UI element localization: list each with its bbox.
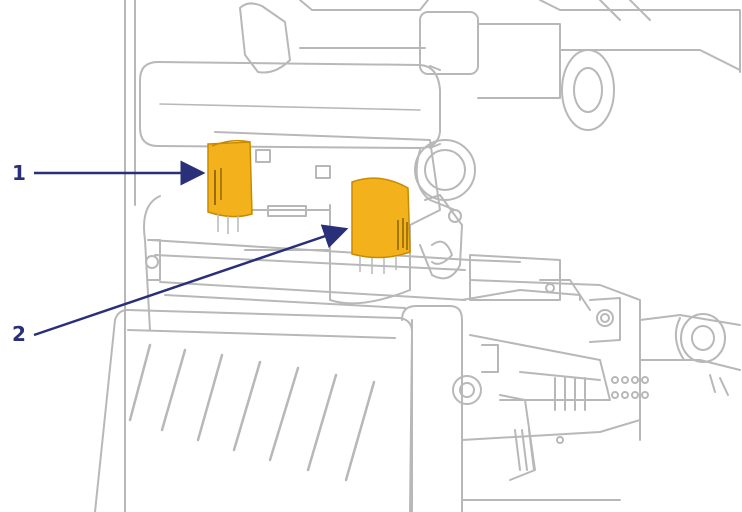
callout-2: 2 — [12, 224, 349, 346]
lower-knob — [351, 177, 411, 274]
ribbon-spindles — [239, 0, 741, 131]
callout-1: 1 — [12, 160, 206, 186]
printhead-assembly — [452, 254, 649, 501]
upper-knob — [207, 139, 253, 234]
bar-end-cap — [414, 139, 476, 211]
right-mount-bracket — [639, 313, 741, 396]
callout-2-arrow — [33, 224, 349, 337]
front-housing — [94, 309, 413, 512]
printer-line-art — [94, 0, 741, 512]
left-screw — [145, 255, 159, 269]
callout-1-label: 1 — [12, 161, 26, 185]
callout-2-label: 2 — [12, 322, 26, 346]
platen-rail — [149, 239, 521, 309]
hinge-bracket — [419, 194, 463, 280]
vent-slots — [128, 343, 376, 482]
